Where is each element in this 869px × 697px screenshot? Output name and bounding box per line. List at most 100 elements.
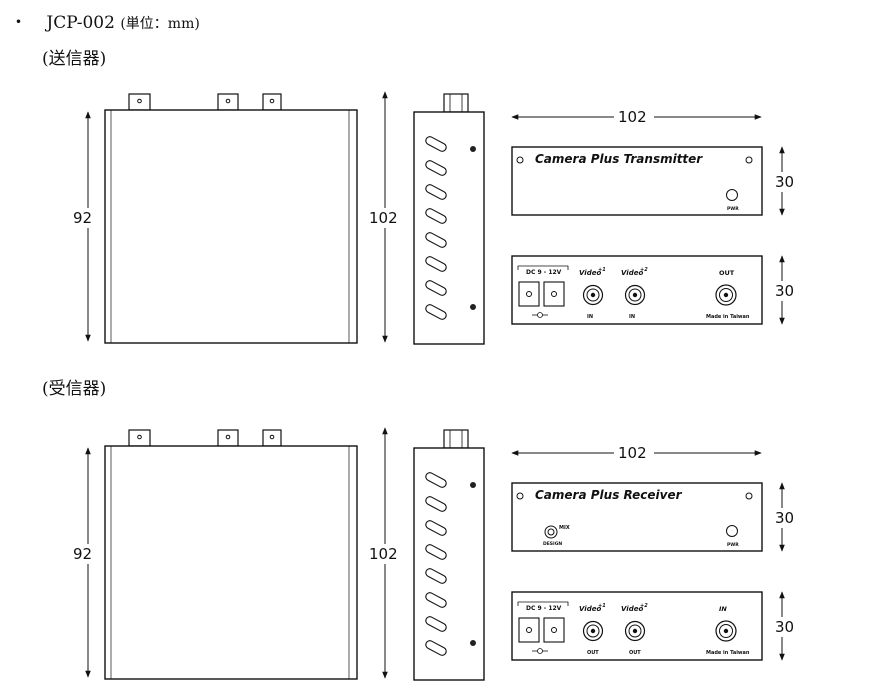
screw xyxy=(470,482,476,488)
dc-jack xyxy=(518,281,540,307)
heading: ・ JCP-002 (単位：mm) xyxy=(10,8,200,33)
section-title-transmitter: (送信器) xyxy=(42,49,107,69)
vent-slot xyxy=(425,496,447,512)
vent-slot xyxy=(425,280,447,296)
video-superscript: +2 xyxy=(640,603,648,609)
screw-hole xyxy=(745,492,753,500)
made-in-label: Made in Taiwan xyxy=(706,314,750,320)
screw-hole xyxy=(269,98,275,104)
front-panel-brand: Camera Plus Transmitter xyxy=(535,152,703,166)
front-height-dimension-label: 30 xyxy=(775,509,794,527)
side-height-dimension-label: 102 xyxy=(369,209,398,227)
bnc-tab xyxy=(217,93,239,111)
vent-slot xyxy=(425,208,447,224)
top-view-body xyxy=(104,109,358,344)
screw-hole xyxy=(745,156,753,164)
screw-hole xyxy=(269,434,275,440)
video-superscript: +2 xyxy=(640,267,648,273)
bnc-tab xyxy=(262,93,282,111)
width-dimension: 102 xyxy=(511,106,762,126)
video-io-label: OUT xyxy=(587,650,599,656)
screw-hole xyxy=(225,434,231,440)
side-height-dimension-label: 102 xyxy=(369,545,398,563)
dc-jack xyxy=(543,281,565,307)
side-view: 102 xyxy=(368,427,485,681)
made-in-label: Made in Taiwan xyxy=(706,650,750,656)
video-superscript: +1 xyxy=(598,267,606,273)
side-view: 102 xyxy=(368,91,485,345)
screw xyxy=(470,640,476,646)
knob-label: DESIGN xyxy=(543,541,562,547)
pwr-led xyxy=(726,525,738,537)
dc-jack xyxy=(518,617,540,643)
video-io-label: OUT xyxy=(629,650,641,656)
pwr-label: PWR xyxy=(727,206,739,212)
video-label: Video xyxy=(621,269,643,277)
vent-slot xyxy=(425,544,447,560)
bnc-tab xyxy=(262,429,282,447)
bnc-tab xyxy=(128,93,151,111)
section-title-receiver: (受信器) xyxy=(42,379,107,399)
rear-height-dimension-label: 30 xyxy=(775,618,794,636)
pwr-label: PWR xyxy=(727,542,739,548)
rear-height-dimension-label: 30 xyxy=(775,282,794,300)
dc-label: DC 9 - 12V xyxy=(526,269,562,276)
vent-slot xyxy=(425,304,447,320)
bnc-connector xyxy=(443,93,469,113)
front-panel-body xyxy=(511,146,763,216)
height-dimension-label: 92 xyxy=(73,209,92,227)
screw-hole xyxy=(137,98,142,104)
vent-slot xyxy=(425,640,447,656)
vent-slot xyxy=(425,520,447,536)
model-number: JCP-002 xyxy=(46,13,115,33)
dc-label: DC 9 - 12V xyxy=(526,605,562,612)
vent-slot xyxy=(425,568,447,584)
top-view-body xyxy=(104,445,358,680)
top-view: 92 xyxy=(72,93,358,344)
bnc-tab xyxy=(217,429,239,447)
output-label: IN xyxy=(719,605,727,613)
front-height-dimension-label: 30 xyxy=(775,173,794,191)
video-superscript: +1 xyxy=(598,603,606,609)
bullet: ・ xyxy=(10,13,27,33)
mix-knob xyxy=(544,525,558,539)
bnc-connector xyxy=(443,429,469,449)
pwr-led xyxy=(726,189,738,201)
width-dimension-label: 102 xyxy=(618,108,647,126)
video-label: Video xyxy=(621,605,643,613)
vent-slot xyxy=(425,160,447,176)
video-label: Video xyxy=(579,269,601,277)
screw-hole xyxy=(137,434,142,440)
vent-slot xyxy=(425,232,447,248)
height-dimension-label: 92 xyxy=(73,545,92,563)
front-panel-brand: Camera Plus Receiver xyxy=(535,488,683,502)
width-dimension-label: 102 xyxy=(618,444,647,462)
width-dimension: 102 xyxy=(511,442,762,462)
screw-hole xyxy=(516,492,524,500)
dc-jack xyxy=(543,617,565,643)
video-io-label: IN xyxy=(587,314,593,320)
mix-label: MIX xyxy=(559,525,570,531)
output-label: OUT xyxy=(719,269,735,277)
screw-hole xyxy=(516,156,524,164)
vent-slot xyxy=(425,184,447,200)
screw-hole xyxy=(225,98,231,104)
top-view: 92 xyxy=(72,429,358,680)
screw xyxy=(470,304,476,310)
front-panel-body xyxy=(511,482,763,552)
video-io-label: IN xyxy=(629,314,635,320)
vent-slot xyxy=(425,256,447,272)
bnc-tab xyxy=(128,429,151,447)
vent-slot xyxy=(425,136,447,152)
vent-slot xyxy=(425,616,447,632)
vent-slot xyxy=(425,472,447,488)
vent-slot xyxy=(425,592,447,608)
screw xyxy=(470,146,476,152)
